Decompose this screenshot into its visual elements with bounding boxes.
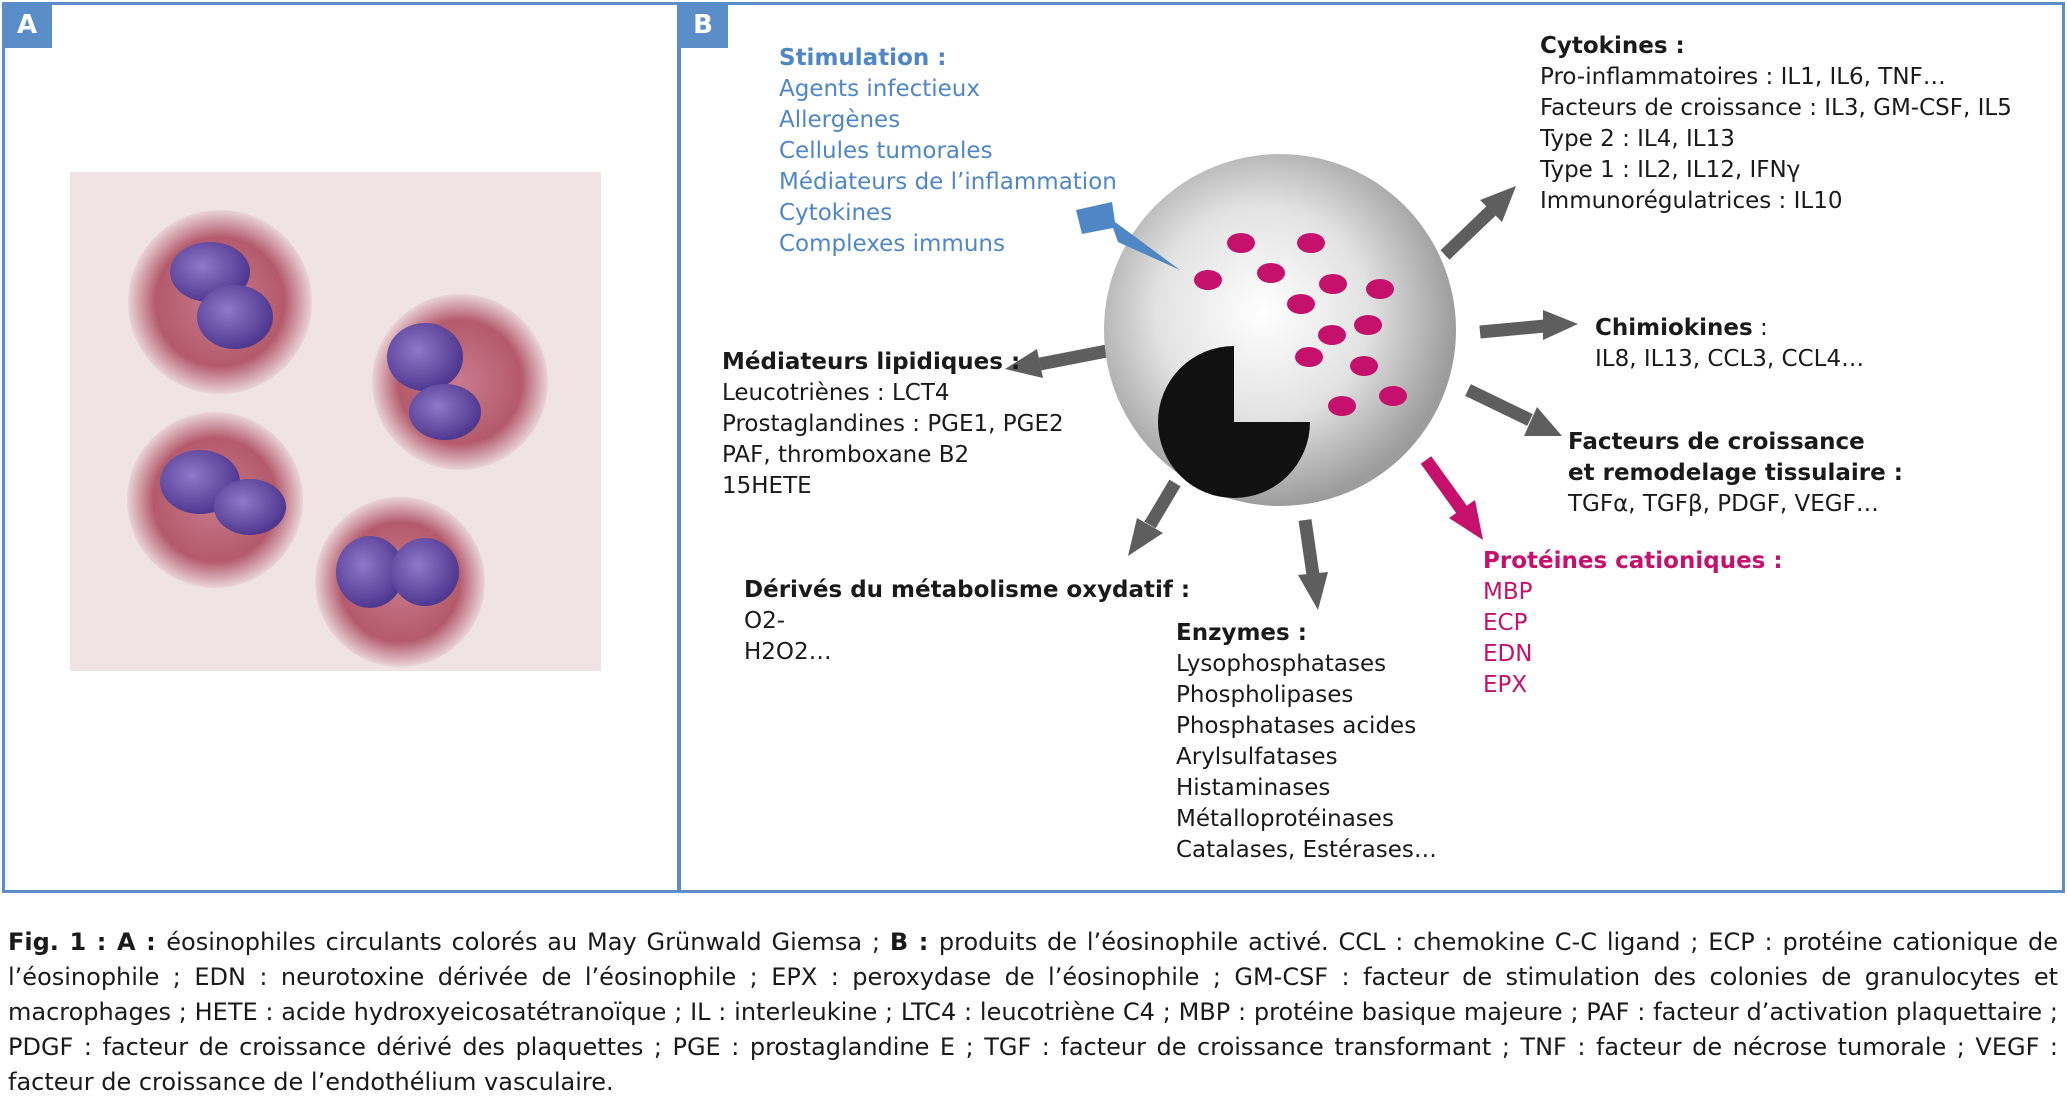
arrow-to-lipides xyxy=(1005,343,1114,378)
derives-item: O2- xyxy=(744,608,786,634)
granules xyxy=(1194,233,1407,416)
enzymes-item: Phosphatases acides xyxy=(1176,713,1417,739)
stimulation-item: Cytokines xyxy=(779,200,893,226)
enzymes-item: Métalloprotéinases xyxy=(1176,806,1394,832)
facteurs-title-line1: Facteurs de croissance xyxy=(1568,429,1865,455)
enzymes-title: Enzymes : xyxy=(1176,620,1307,646)
derives-item: H2O2… xyxy=(744,639,832,665)
lipides-item: Leucotriènes : LCT4 xyxy=(722,380,950,406)
eosinophil-micrograph xyxy=(127,210,548,667)
chimiokines-title: Chimiokines xyxy=(1595,315,1753,341)
figure-caption: Fig. 1 : A : éosinophiles circulants col… xyxy=(8,925,2058,1100)
panel-a: A xyxy=(2,2,680,893)
proteines-item: EDN xyxy=(1483,641,1533,667)
stimulation-item: Allergènes xyxy=(779,107,901,133)
stimulation-item: Médiateurs de l’inflammation xyxy=(779,169,1117,195)
arrow-to-facteurs xyxy=(1465,384,1562,436)
derives-block: Dérivés du métabolisme oxydatif : O2- H2… xyxy=(744,575,1190,668)
enzymes-item: Lysophosphatases xyxy=(1176,651,1387,677)
cell-top-left xyxy=(128,210,312,394)
arrow-to-enzymes xyxy=(1298,519,1328,610)
stimulation-item: Cellules tumorales xyxy=(779,138,993,164)
lipides-block: Médiateurs lipidiques : Leucotriènes : L… xyxy=(722,347,1064,502)
panel-a-label: A xyxy=(2,2,52,48)
chimiokines-sep: : xyxy=(1752,315,1768,341)
proteines-item: MBP xyxy=(1483,579,1533,605)
stimulation-item: Complexes immuns xyxy=(779,231,1005,257)
micrograph-image xyxy=(70,172,601,671)
lipides-title: Médiateurs lipidiques : xyxy=(722,349,1021,375)
arrow-to-cytokines xyxy=(1440,186,1516,260)
cytokines-item: Type 2 : IL4, IL13 xyxy=(1540,126,1735,152)
enzymes-block: Enzymes : Lysophosphatases Phospholipase… xyxy=(1176,618,1437,866)
caption-a-label: A : xyxy=(116,928,167,956)
facteurs-title-line2: et remodelage tissulaire : xyxy=(1568,460,1903,486)
cytokines-block: Cytokines : Pro-inflammatoires : IL1, IL… xyxy=(1540,31,2012,217)
proteines-title: Protéines cationiques : xyxy=(1483,548,1783,574)
proteines-item: EPX xyxy=(1483,672,1528,698)
lipides-item: Prostaglandines : PGE1, PGE2 xyxy=(722,411,1064,437)
facteurs-block: Facteurs de croissance et remodelage tis… xyxy=(1568,427,1903,520)
enzymes-item: Phospholipases xyxy=(1176,682,1354,708)
caption-fig-label: Fig. 1 : xyxy=(8,928,117,956)
cytokines-title: Cytokines : xyxy=(1540,33,1685,59)
chimiokines-item: IL8, IL13, CCL3, CCL4… xyxy=(1595,346,1865,372)
cell-bottom-left xyxy=(127,412,303,588)
cytokines-item: Pro-inflammatoires : IL1, IL6, TNF… xyxy=(1540,64,1946,90)
stimulation-title: Stimulation : xyxy=(779,45,947,71)
cell-bottom-right xyxy=(315,497,485,667)
stimulation-item: Agents infectieux xyxy=(779,76,980,102)
caption-a-text: éosinophiles circulants colorés au May G… xyxy=(166,928,890,956)
enzymes-item: Arylsulfatases xyxy=(1176,744,1338,770)
chimiokines-block: Chimiokines : IL8, IL13, CCL3, CCL4… xyxy=(1595,313,1864,375)
lipides-item: PAF, thromboxane B2 xyxy=(722,442,970,468)
nucleus-pacman xyxy=(1158,346,1310,498)
proteines-block: Protéines cationiques : MBP ECP EDN EPX xyxy=(1483,546,1783,701)
caption-b-text: produits de l’éosinophile activé. CCL : … xyxy=(8,928,2058,1096)
arrow-to-proteines xyxy=(1420,456,1483,540)
cytokines-item: Facteurs de croissance : IL3, GM-CSF, IL… xyxy=(1540,95,2012,121)
caption-b-label: B : xyxy=(889,928,939,956)
derives-title: Dérivés du métabolisme oxydatif : xyxy=(744,577,1191,603)
proteines-item: ECP xyxy=(1483,610,1528,636)
stimulation-lightning-icon xyxy=(1076,202,1180,270)
cell-right xyxy=(372,294,548,470)
facteurs-item: TGFα, TGFβ, PDGF, VEGF… xyxy=(1568,491,1879,517)
lipides-item: 15HETE xyxy=(722,473,812,499)
cytokines-item: Immunorégulatrices : IL10 xyxy=(1540,188,1843,214)
arrow-to-derives xyxy=(1128,479,1181,556)
cytokines-item: Type 1 : IL2, IL12, IFNγ xyxy=(1540,157,1801,183)
arrow-to-chimiokines xyxy=(1479,310,1578,340)
panel-b-label: B xyxy=(678,2,728,48)
stimulation-block: Stimulation : Agents infectieux Allergèn… xyxy=(779,43,1117,260)
enzymes-item: Catalases, Estérases… xyxy=(1176,837,1437,863)
enzymes-item: Histaminases xyxy=(1176,775,1331,801)
